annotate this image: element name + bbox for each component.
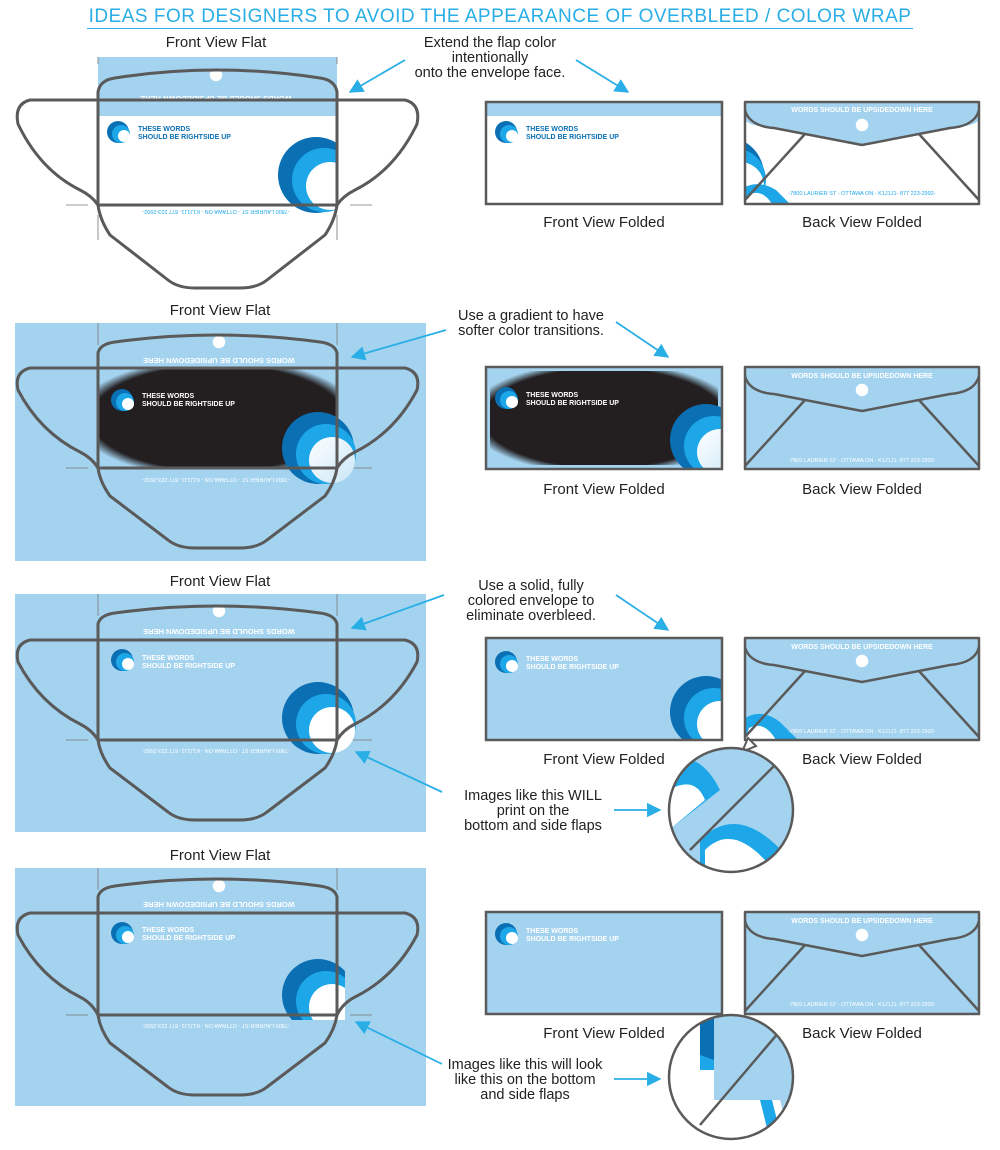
note-row3-line1: Use a solid, fully [478,578,584,594]
folded-text-line1: THESE WORDS [526,656,578,663]
back-address-text: -7800 LAURIER ST - OTTAWA ON - K1J1J1- 8… [788,1002,936,1008]
front-view-flat-label: Front View Flat [170,302,271,319]
note-row1-line1: Extend the flap color [424,35,556,51]
folded-text-line1: THESE WORDS [526,928,578,935]
arrow-icon [354,1021,443,1065]
back-view-folded-envelope: WORDS SHOULD BE UPSIDEDOWN HERE -7800 LA… [743,100,981,206]
folded-text-line1: THESE WORDS [526,392,578,399]
row-2-gradient-transition: Front View Flat THESE WORDS SHOULD BE RI… [15,302,981,561]
rightside-up-text-line2: SHOULD BE RIGHTSIDE UP [142,935,235,942]
front-view-folded-envelope: THESE WORDS SHOULD BE RIGHTSIDE UP [484,100,724,206]
full-blue-sheet [15,868,426,1106]
arrow-icon [575,59,630,93]
rightside-up-text-line1: THESE WORDS [142,927,194,934]
back-view-folded-label: Back View Folded [802,751,922,768]
row-1-flap-color-extension: Front View Flat THESE WORDS SHOULD BE RI… [15,34,981,290]
rightside-up-text-line2: SHOULD BE RIGHTSIDE UP [138,134,231,141]
back-flap-text: WORDS SHOULD BE UPSIDEDOWN HERE [791,373,933,380]
address-text-upside-down: -7800 LAURIER ST - OTTAWA ON - K1J1J1- 8… [142,747,290,753]
full-blue-sheet [15,594,426,832]
back-view-folded-envelope: WORDS SHOULD BE UPSIDEDOWN HERE -7800 LA… [743,365,981,471]
warning-row4-line1: Images like this will look [448,1057,603,1073]
note-row2-line1: Use a gradient to have [458,308,604,324]
warning-row4-line2: like this on the bottom [454,1072,595,1088]
rightside-up-text-line1: THESE WORDS [138,126,190,133]
front-view-folded-envelope: THESE WORDS SHOULD BE RIGHTSIDE UP [484,365,724,471]
arrow-icon [615,594,670,631]
front-view-folded-label: Front View Folded [543,214,664,231]
back-address-text: -7800 LAURIER ST - OTTAWA ON - K1J1J1- 8… [788,729,936,735]
flap-button-icon [211,878,227,894]
note-row1-line2: intentionally [452,50,529,66]
extended-flap-color [98,57,337,116]
folded-text-line2: SHOULD BE RIGHTSIDE UP [526,134,619,141]
back-view-folded-label: Back View Folded [802,214,922,231]
rightside-up-text-line1: THESE WORDS [142,393,194,400]
back-view-folded-label: Back View Folded [802,481,922,498]
flap-button-icon [211,334,227,350]
row-3-solid-color: Front View Flat THESE WORDS SHOULD BE RI… [15,573,981,874]
note-row1-line3: onto the envelope face. [415,65,566,81]
back-flap-text: WORDS SHOULD BE UPSIDEDOWN HERE [791,107,933,114]
upside-down-text: WORDS SHOULD BE UPSIDEDOWN HERE [143,627,295,636]
front-view-flat-label: Front View Flat [170,573,271,590]
warning-row3-line3: bottom and side flaps [464,818,602,834]
envelope-die-outline [15,68,420,290]
front-view-flat-label: Front View Flat [166,34,267,51]
rightside-up-text-line1: THESE WORDS [142,655,194,662]
back-flap-text: WORDS SHOULD BE UPSIDEDOWN HERE [791,918,933,925]
back-view-folded-envelope: WORDS SHOULD BE UPSIDEDOWN HERE -7800 LA… [743,636,981,742]
page-title: IDEAS FOR DESIGNERS TO AVOID THE APPEARA… [86,6,914,29]
front-view-folded-label: Front View Folded [543,481,664,498]
back-flap-text: WORDS SHOULD BE UPSIDEDOWN HERE [791,644,933,651]
address-text-upside-down: -7800 LAURIER ST - OTTAWA ON - K1J1J1- 8… [142,476,290,482]
zoom-callout [667,1013,795,1141]
note-row3-line3: eliminate overbleed. [466,608,596,624]
front-view-flat-label: Front View Flat [170,847,271,864]
note-row3-line2: colored envelope to [468,593,595,609]
back-address-text: -7800 LAURIER ST - OTTAWA ON - K1J1J1- 8… [788,458,936,464]
folded-text-line2: SHOULD BE RIGHTSIDE UP [526,400,619,407]
arrow-icon [354,750,443,793]
upside-down-text: WORDS SHOULD BE UPSIDEDOWN HERE [143,356,295,365]
arrow-icon [615,321,670,358]
warning-row3-line1: Images like this WILL [464,788,602,804]
row-4-clipped-image: Front View Flat THESE WORDS SHOULD BE RI… [15,847,981,1141]
address-text-upside-down: -7800 LAURIER ST - OTTAWA ON - K1J1J1- 8… [142,208,290,214]
front-view-folded-label: Front View Folded [543,751,664,768]
back-view-folded-envelope: WORDS SHOULD BE UPSIDEDOWN HERE -7800 LA… [743,910,981,1016]
back-view-folded-label: Back View Folded [802,1025,922,1042]
folded-text-line2: SHOULD BE RIGHTSIDE UP [526,936,619,943]
arrow-icon [350,329,447,361]
zoom-callout [667,736,795,874]
folded-text-line2: SHOULD BE RIGHTSIDE UP [526,664,619,671]
folded-text-line1: THESE WORDS [526,126,578,133]
front-view-folded-envelope: THESE WORDS SHOULD BE RIGHTSIDE UP [484,636,724,742]
front-view-folded-envelope: THESE WORDS SHOULD BE RIGHTSIDE UP [484,910,724,1016]
corner-orb-graphic [278,137,337,213]
note-row2-line2: softer color transitions. [458,323,604,339]
back-address-text: -7800 LAURIER ST - OTTAWA ON - K1J1J1- 8… [788,191,936,197]
rightside-up-text-line2: SHOULD BE RIGHTSIDE UP [142,663,235,670]
envelope-die-outline [15,333,420,550]
logo-icon [107,121,130,143]
corner-orb-graphic-clipped [282,959,345,1020]
arrow-icon [350,594,445,631]
front-view-folded-label: Front View Folded [543,1025,664,1042]
upside-down-text: WORDS SHOULD BE UPSIDEDOWN HERE [143,900,295,909]
envelope-die-outline [15,877,420,1097]
rightside-up-text-line2: SHOULD BE RIGHTSIDE UP [142,401,235,408]
arrow-icon [348,59,406,93]
warning-row4-line3: and side flaps [480,1087,569,1103]
address-text-upside-down: -7800 LAURIER ST - OTTAWA ON - K1J1J1- 8… [142,1022,290,1028]
envelope-die-outline [15,604,420,822]
warning-row3-line2: print on the [497,803,570,819]
dark-gradient-face [98,368,337,468]
